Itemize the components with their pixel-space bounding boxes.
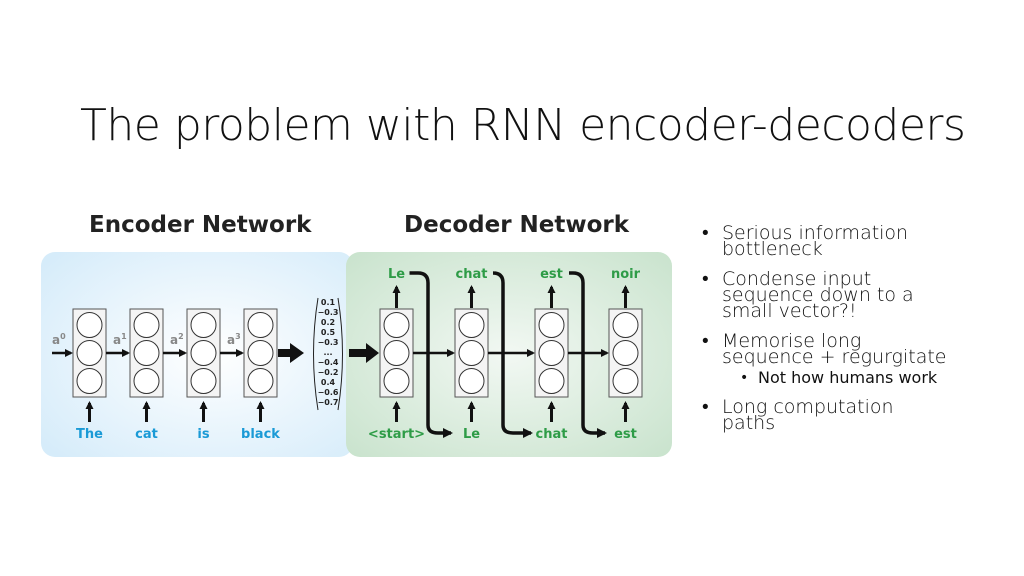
context-to-decoder-arrow (349, 343, 379, 363)
context-arrow (278, 343, 304, 363)
decoder-input-word: Le (463, 427, 480, 442)
neuron-circle (538, 368, 565, 394)
encoder-decoder-diagram: Thea0cata1isa2blacka30.1−0.30.20.5−0.3..… (41, 252, 672, 457)
feedback-arrow (409, 271, 453, 438)
slide-title: The problem with RNN encoder-decoders (80, 100, 966, 151)
hidden-state-superscript: 2 (178, 332, 184, 341)
decoder-input-word: est (614, 427, 637, 442)
decoder-output-word: noir (611, 267, 641, 282)
bullet-text: sequence down to a (722, 284, 914, 306)
neuron-circle (76, 340, 103, 366)
bullet-dot-icon: • (740, 370, 749, 386)
neuron-circle (133, 312, 160, 338)
bullet-text: Condense input (722, 268, 872, 290)
neuron-circle (190, 340, 217, 366)
vector-value: 0.1 (321, 298, 336, 307)
encoder-cell (186, 308, 221, 398)
decoder-input-word: <start> (368, 427, 425, 442)
sub-bullet-text: Not how humans work (758, 368, 938, 387)
neuron-circle (612, 368, 639, 394)
encoder-cell (72, 308, 107, 398)
vector-bracket-left (313, 297, 319, 411)
neuron-circle (383, 340, 410, 366)
decoder-output-word: chat (456, 267, 488, 282)
vector-value: −0.3 (318, 338, 339, 347)
bullet-text: Memorise long (722, 330, 862, 352)
neuron-circle (538, 312, 565, 338)
vector-value: −0.6 (318, 388, 339, 397)
neuron-circle (247, 312, 274, 338)
bullet-dot-icon: • (702, 396, 709, 418)
decoder-cell (454, 308, 489, 398)
vector-value: −0.4 (318, 358, 339, 367)
neuron-circle (76, 368, 103, 394)
bullet-dot-icon: • (702, 222, 709, 244)
feedback-arrow (492, 271, 533, 438)
decoder-output-word: est (540, 267, 563, 282)
bullet-text: small vector?! (722, 300, 857, 322)
neuron-circle (458, 312, 485, 338)
neuron-circle (247, 368, 274, 394)
bullet-dot-icon: • (702, 268, 709, 290)
bullet-text: Long computation (722, 396, 894, 418)
decoder-cell (534, 308, 569, 398)
vector-value: −0.3 (318, 308, 339, 317)
neuron-circle (133, 340, 160, 366)
neuron-circle (458, 340, 485, 366)
vector-value: 0.5 (321, 328, 336, 337)
neuron-circle (76, 312, 103, 338)
decoder-output-word: Le (388, 267, 405, 282)
neuron-circle (538, 340, 565, 366)
encoder-cell (243, 308, 278, 398)
encoder-input-word: black (241, 427, 280, 442)
vector-value: ... (323, 348, 332, 357)
encoder-cell (129, 308, 164, 398)
vector-value: 0.2 (321, 318, 335, 327)
bullet-text: sequence + regurgitate (722, 346, 947, 368)
neuron-circle (190, 312, 217, 338)
bullet-text: bottleneck (722, 238, 823, 260)
decoder-cell (608, 308, 643, 398)
context-vector: 0.1−0.30.20.5−0.3...−0.4−0.20.4−0.6−0.7 (313, 297, 343, 411)
hidden-state-superscript: 3 (235, 332, 241, 341)
feedback-arrow (569, 271, 607, 438)
decoder-input-word: chat (536, 427, 568, 442)
neuron-circle (612, 312, 639, 338)
neuron-circle (458, 368, 485, 394)
vector-value: 0.4 (321, 378, 336, 387)
hidden-state-superscript: 1 (121, 332, 127, 341)
vector-bracket-right (337, 297, 343, 411)
bullet-text: Serious information (722, 222, 909, 244)
decoder-cell (379, 308, 414, 398)
encoder-input-word: is (197, 427, 209, 442)
decoder-title: Decoder Network (404, 212, 630, 238)
neuron-circle (190, 368, 217, 394)
encoder-input-word: cat (135, 427, 158, 442)
neuron-circle (133, 368, 160, 394)
neuron-circle (383, 368, 410, 394)
encoder-title: Encoder Network (89, 212, 312, 238)
hidden-state-superscript: 0 (60, 332, 66, 341)
neuron-circle (383, 312, 410, 338)
bullet-dot-icon: • (702, 330, 709, 352)
sub-bullet-item: • Not how humans work (700, 369, 1000, 387)
vector-value: −0.2 (318, 368, 339, 377)
encoder-input-word: The (76, 427, 103, 442)
neuron-circle (247, 340, 274, 366)
vector-value: −0.7 (318, 398, 339, 407)
bullet-text: paths (722, 412, 776, 434)
neuron-circle (612, 340, 639, 366)
